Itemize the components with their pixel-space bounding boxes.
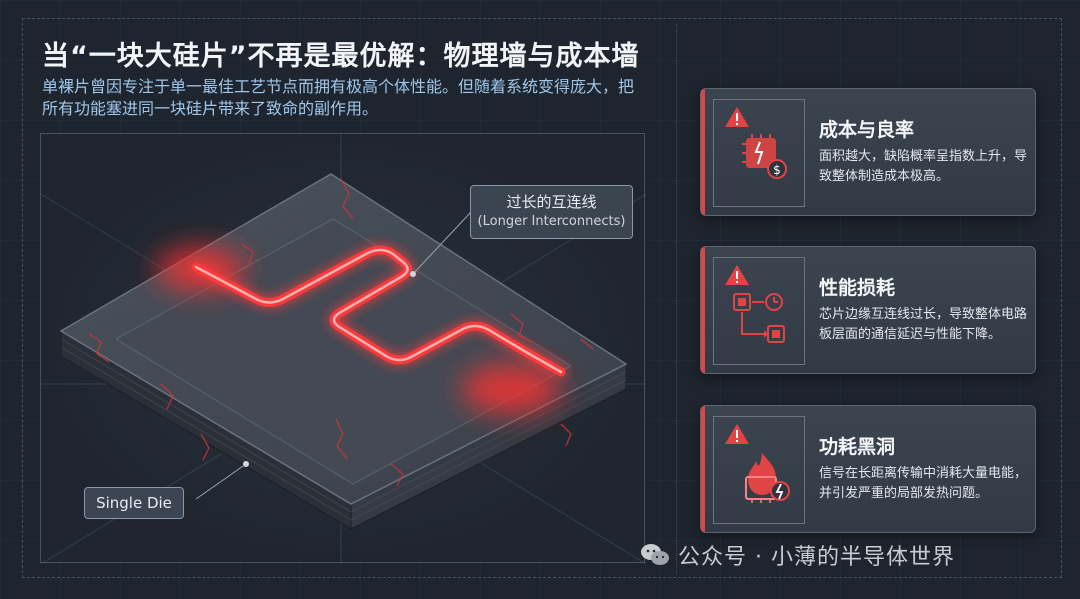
- latency-icon: [733, 293, 785, 343]
- warning-icon: [725, 107, 749, 127]
- die-illustration: [41, 134, 646, 564]
- page-title: 当“一块大硅片”不再是最优解：物理墙与成本墙: [42, 41, 640, 72]
- card-performance-loss: 性能损耗 芯片边缘互连线过长，导致整体电路板层面的通信延迟与性能下降。: [700, 246, 1036, 374]
- card-icon-frame: $: [713, 99, 805, 207]
- card-cost-yield: $ 成本与良率 面积越大，缺陷概率呈指数上升，导致整体制造成本极高。: [700, 88, 1036, 216]
- interconnect-wire-core: [194, 248, 563, 374]
- cracks: [88, 178, 594, 487]
- card-description: 信号在长距离传输中消耗大量电能，并引发严重的局部发热问题。: [819, 466, 1028, 501]
- callout-subtitle: (Longer Interconnects): [477, 214, 626, 229]
- power-fire-icon: [745, 453, 790, 503]
- right-panel-frame: [676, 24, 1060, 574]
- outer-frame: [22, 18, 1062, 578]
- die-label-leader: [195, 463, 247, 500]
- watermark-text: 公众号 · 小薄的半导体世界: [678, 545, 955, 570]
- chip-cost-icon: $: [742, 134, 787, 179]
- single-die-label: Single Die: [84, 487, 184, 519]
- card-icon-frame: [713, 257, 805, 365]
- card-accent: [701, 89, 705, 215]
- watermark: 公众号 · 小薄的半导体世界: [640, 538, 955, 572]
- warning-icon: [725, 424, 749, 444]
- svg-text:$: $: [773, 163, 781, 177]
- wechat-icon: [641, 544, 669, 565]
- card-icon-frame: [713, 416, 805, 524]
- card-title: 功耗黑洞: [819, 436, 896, 458]
- card-description: 面积越大，缺陷概率呈指数上升，导致整体制造成本极高。: [819, 149, 1028, 184]
- interconnect-callout: 过长的互连线 (Longer Interconnects): [470, 185, 633, 239]
- card-accent: [701, 247, 705, 373]
- card-accent: [701, 406, 705, 532]
- callout-leader: [412, 211, 472, 275]
- card-description: 芯片边缘互连线过长，导致整体电路板层面的通信延迟与性能下降。: [819, 307, 1028, 342]
- card-title: 成本与良率: [819, 119, 915, 141]
- card-title: 性能损耗: [819, 277, 896, 299]
- card-power-sink: 功耗黑洞 信号在长距离传输中消耗大量电能，并引发严重的局部发热问题。: [700, 405, 1036, 533]
- callout-title: 过长的互连线: [506, 193, 597, 211]
- warning-icon: [725, 265, 749, 285]
- page-subtitle: 单裸片曾因专注于单一最佳工艺节点而拥有极高个体性能。但随着系统变得庞大，把所有功…: [42, 77, 635, 118]
